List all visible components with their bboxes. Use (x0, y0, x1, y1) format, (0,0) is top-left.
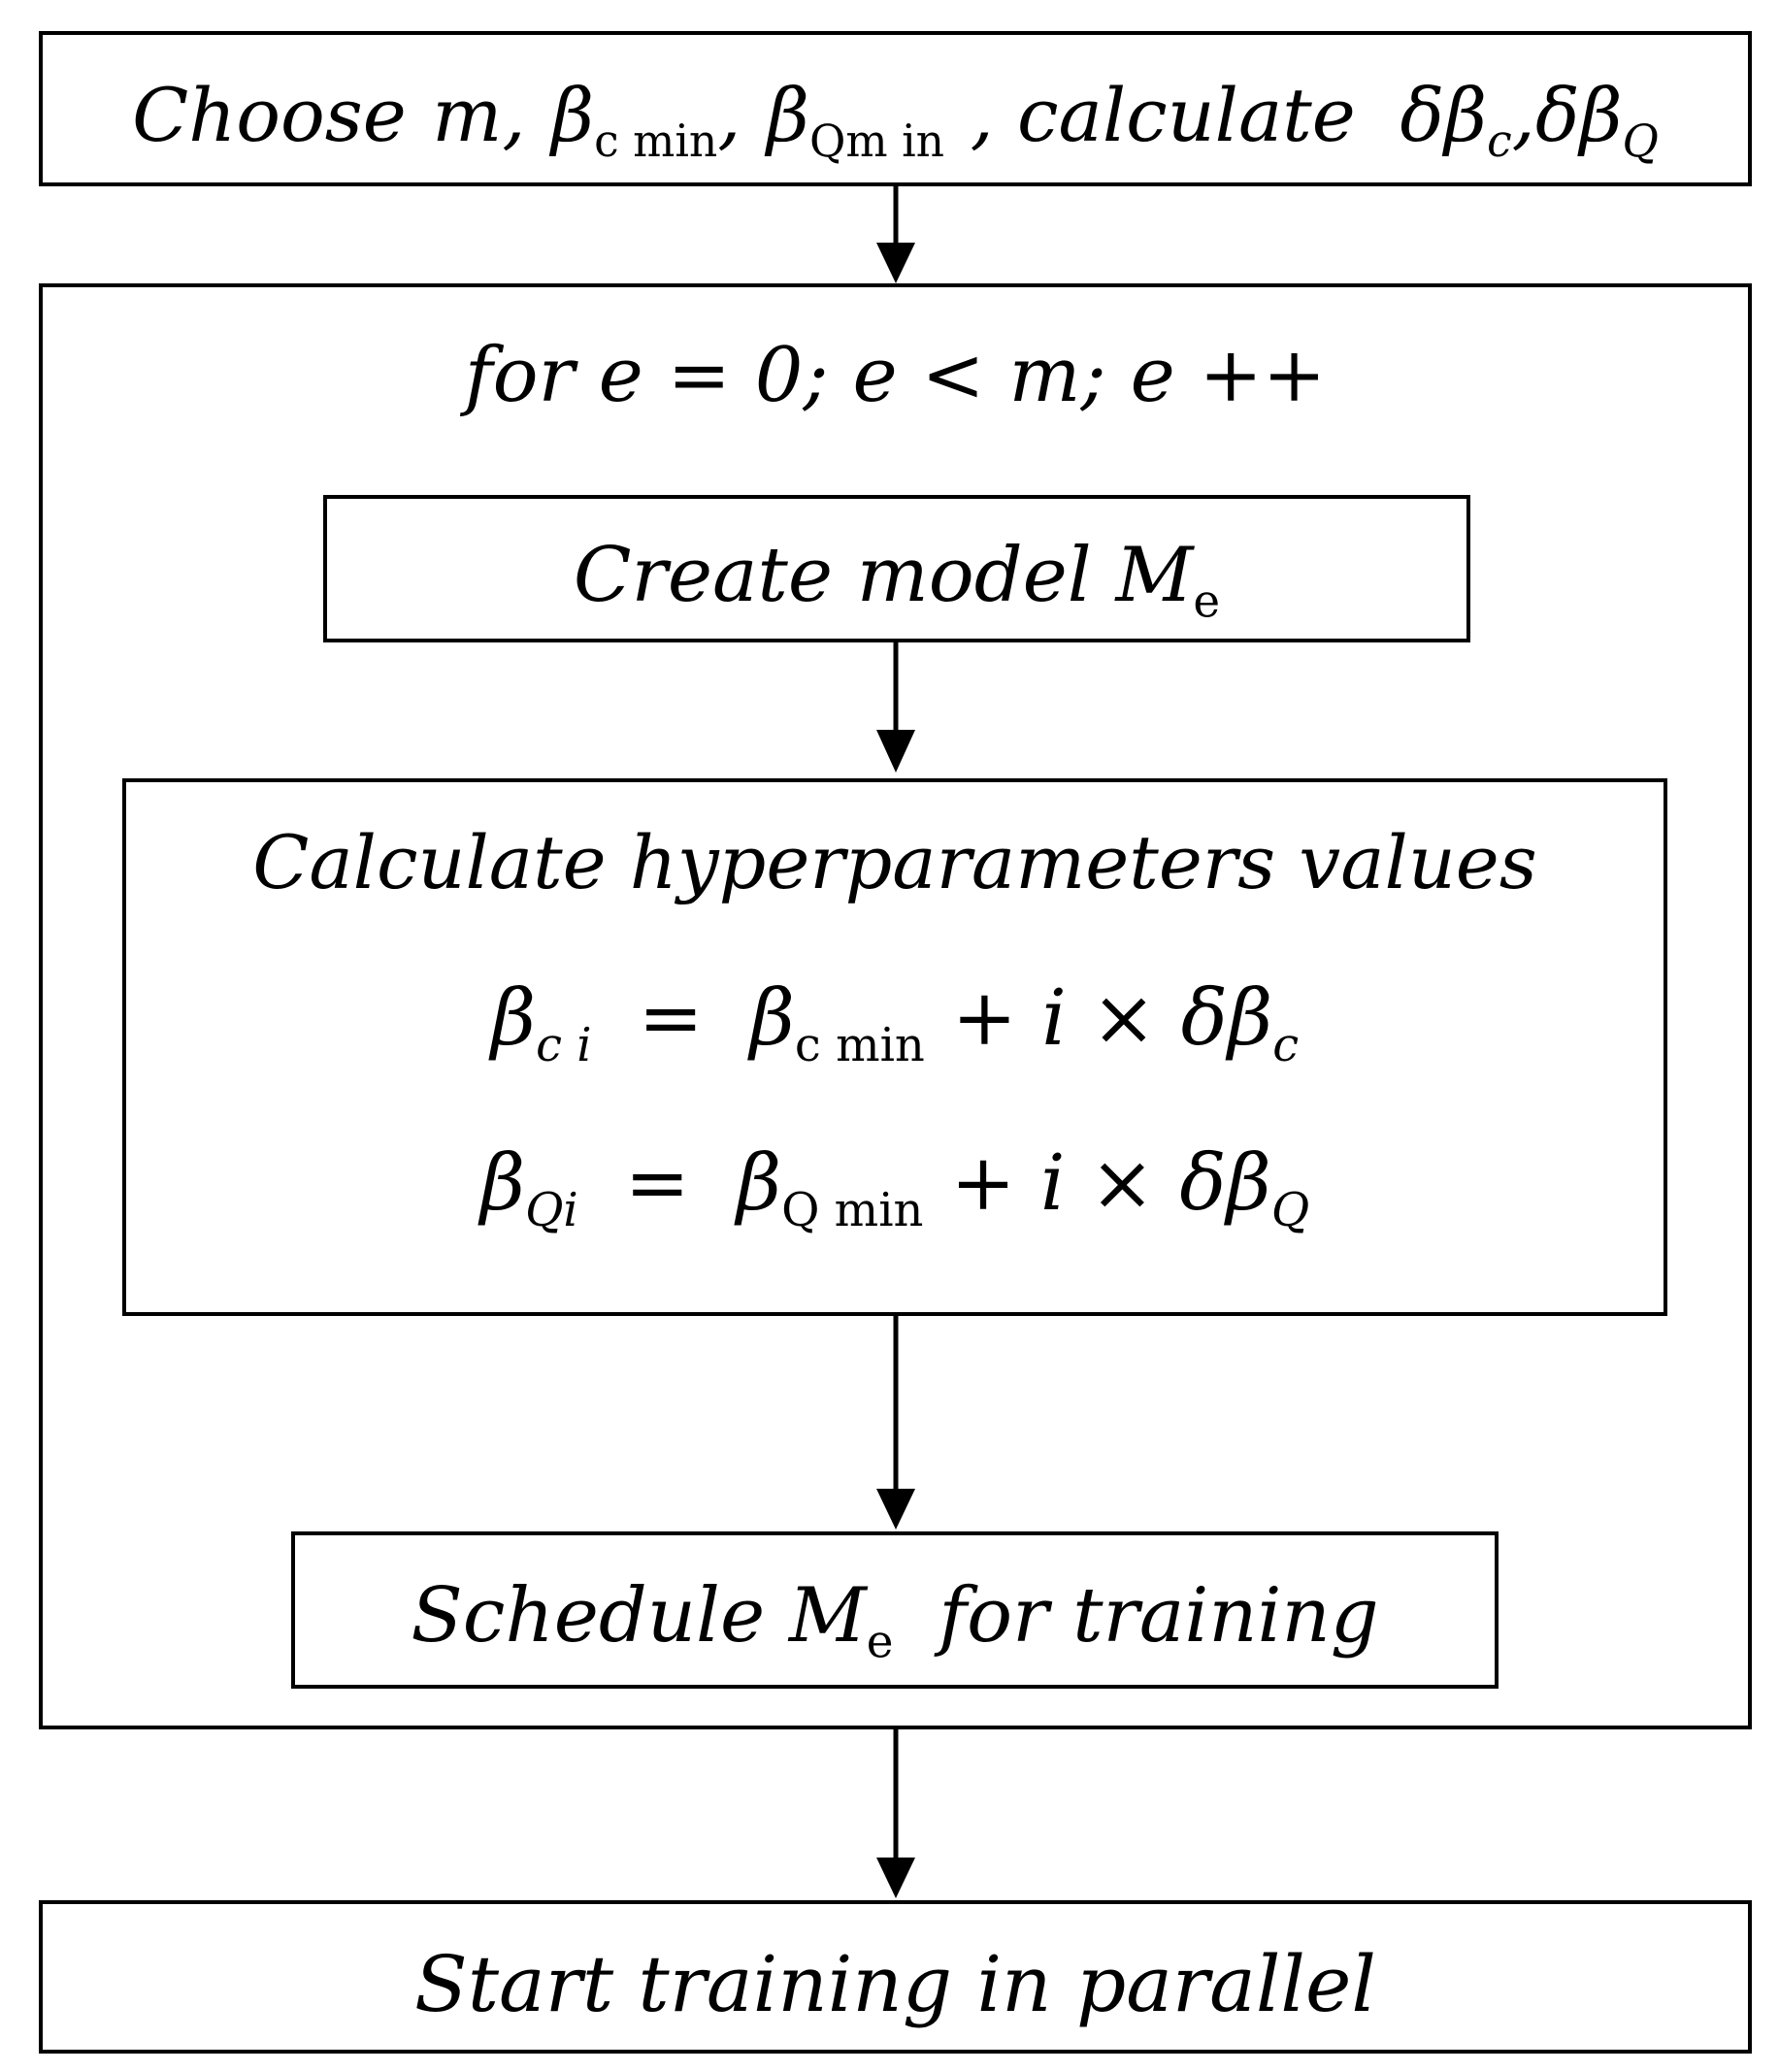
arrow-head-step1-to-loop (876, 243, 915, 283)
calculate-title: Calculate hyperparameters values (252, 819, 1537, 905)
equation-beta-c: βc i=βc min+ i × δβc (490, 972, 1300, 1072)
arrow-head-create-to-calc (876, 730, 915, 773)
arrow-head-calc-to-schedule (876, 1489, 915, 1529)
start-training-box: Start training in parallel (39, 1900, 1752, 2054)
start-training-text: Start training in parallel (414, 1939, 1376, 2029)
create-model-box: Create model Me (323, 495, 1470, 642)
loop-header: for e = 0; e < m; e ++ (464, 332, 1327, 419)
equation-beta-q: βQi=βQ min+ i × δβQ (479, 1137, 1310, 1237)
calculate-hyperparameters-box: Calculate hyperparameters values βc i=βc… (122, 778, 1667, 1316)
arrow-head-loop-to-start (876, 1858, 915, 1898)
create-model-text: Create model Me (573, 532, 1221, 629)
